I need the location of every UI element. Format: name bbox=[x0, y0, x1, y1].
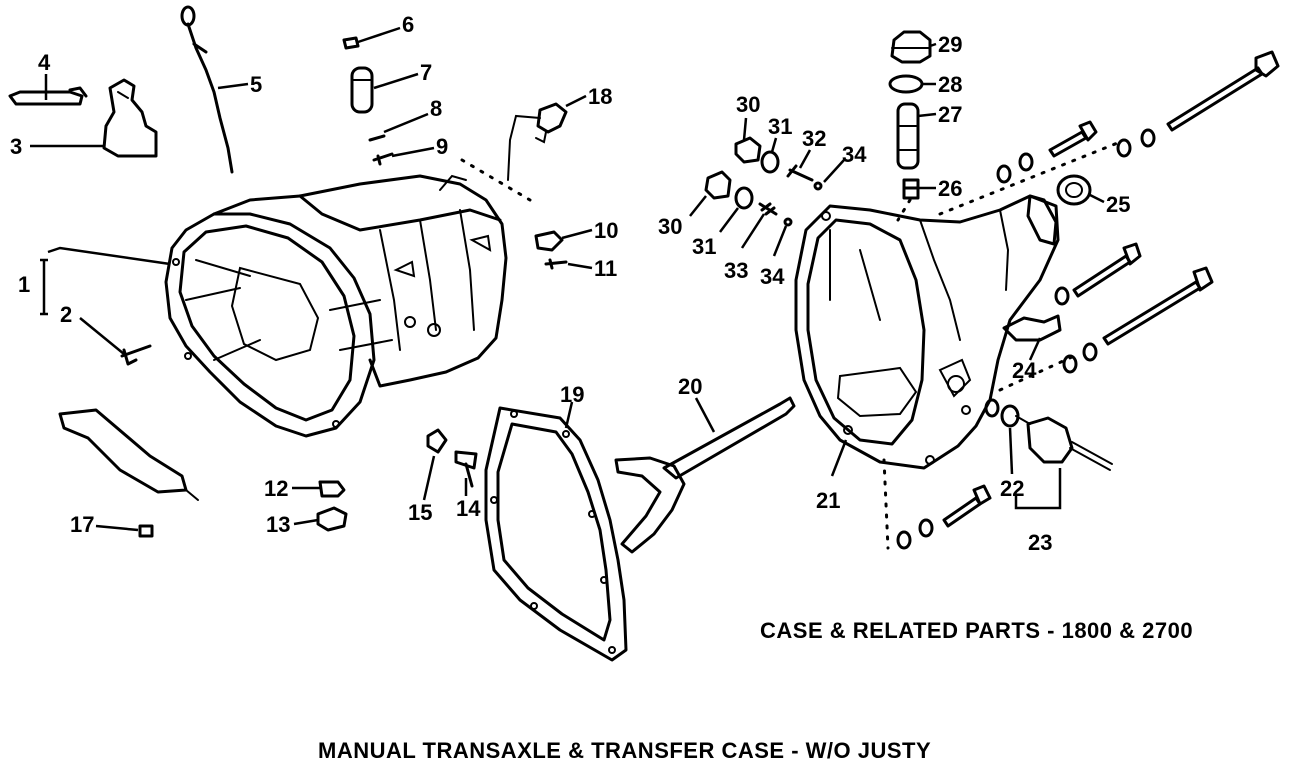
callout-30-upper: 30 bbox=[736, 92, 760, 117]
callout-6: 6 bbox=[402, 12, 414, 37]
part-18-switch bbox=[507, 102, 568, 181]
callout-11: 11 bbox=[594, 256, 617, 281]
part-14-bolt bbox=[454, 450, 478, 488]
alignment-line-upper bbox=[938, 140, 1122, 216]
callout-5: 5 bbox=[250, 72, 262, 97]
part-30-plug-lower bbox=[704, 170, 732, 200]
part-28-washer bbox=[888, 74, 924, 94]
part-10-cap bbox=[534, 230, 564, 252]
long-bolts-right bbox=[1054, 242, 1214, 374]
alignment-line-18 bbox=[460, 158, 532, 202]
bolt-lower bbox=[896, 484, 992, 550]
callout-18: 18 bbox=[588, 84, 612, 109]
part-23-sensor bbox=[1015, 415, 1113, 471]
part-31-washer-lower bbox=[734, 186, 754, 210]
part-31-washer-upper bbox=[760, 150, 780, 174]
part-33-spring bbox=[758, 202, 778, 216]
diagram-title: MANUAL TRANSAXLE & TRANSFER CASE - W/O J… bbox=[318, 738, 932, 763]
callout-3: 3 bbox=[10, 134, 22, 159]
part-20-shift-rod bbox=[614, 396, 796, 554]
callout-32: 32 bbox=[802, 126, 826, 151]
callout-25: 25 bbox=[1106, 192, 1130, 217]
callout-13: 13 bbox=[266, 512, 290, 537]
callout-31-lower: 31 bbox=[692, 234, 716, 259]
callout-20: 20 bbox=[678, 374, 702, 399]
part-19-gasket bbox=[484, 406, 628, 662]
alignment-line-vertical bbox=[896, 198, 912, 222]
alignment-line-mid bbox=[998, 354, 1076, 392]
part-6-plug bbox=[342, 36, 360, 50]
part-13-plug bbox=[316, 506, 348, 532]
callout-7: 7 bbox=[420, 60, 432, 85]
callout-21: 21 bbox=[816, 488, 840, 513]
part-8-pin bbox=[368, 134, 386, 142]
part-32-bolt bbox=[786, 164, 814, 182]
callout-4: 4 bbox=[38, 50, 51, 75]
callout-26: 26 bbox=[938, 176, 962, 201]
part-3-cover-plate bbox=[102, 78, 158, 158]
callout-8: 8 bbox=[430, 96, 442, 121]
callout-17: 17 bbox=[70, 512, 94, 537]
part-11-bolt bbox=[544, 258, 568, 270]
part-17-guard bbox=[58, 408, 199, 538]
part-15-washer bbox=[426, 428, 448, 454]
callout-19: 19 bbox=[560, 382, 584, 407]
long-bolts-upper bbox=[996, 50, 1280, 184]
alignment-line-lower bbox=[882, 458, 890, 550]
part-21-transfer-case bbox=[794, 194, 1060, 470]
part-9-bolt bbox=[372, 152, 394, 166]
callout-14: 14 bbox=[456, 496, 481, 521]
part-5-dipstick bbox=[180, 5, 234, 174]
callout-30-lower: 30 bbox=[658, 214, 682, 239]
callout-23: 23 bbox=[1028, 530, 1052, 555]
callout-34-lower: 34 bbox=[760, 264, 785, 289]
part-4-bracket bbox=[8, 86, 88, 106]
callout-34-upper: 34 bbox=[842, 142, 867, 167]
callout-24: 24 bbox=[1012, 358, 1037, 383]
callout-28: 28 bbox=[938, 72, 962, 97]
callout-15: 15 bbox=[408, 500, 432, 525]
callout-10: 10 bbox=[594, 218, 618, 243]
callout-12: 12 bbox=[264, 476, 288, 501]
callout-1: 1 bbox=[18, 272, 30, 297]
callout-27: 27 bbox=[938, 102, 962, 127]
part-12-plug bbox=[318, 480, 346, 498]
part-29-plug bbox=[890, 30, 932, 64]
part-34-ball-upper bbox=[813, 181, 823, 191]
part-22-seal bbox=[984, 398, 1020, 428]
leader-lines bbox=[30, 26, 1105, 532]
transaxle-case bbox=[164, 174, 508, 438]
callout-9: 9 bbox=[436, 134, 448, 159]
callout-31-upper: 31 bbox=[768, 114, 792, 139]
part-24-bracket bbox=[1002, 314, 1062, 342]
callout-22: 22 bbox=[1000, 476, 1024, 501]
callout-2: 2 bbox=[60, 302, 72, 327]
callout-33: 33 bbox=[724, 258, 748, 283]
part-2-bolt bbox=[120, 344, 152, 366]
part-30-plug-upper bbox=[734, 136, 762, 164]
diagram-subtitle: CASE & RELATED PARTS - 1800 & 2700 bbox=[760, 618, 1194, 643]
part-25-seal bbox=[1056, 174, 1092, 206]
part-26-spring bbox=[902, 178, 920, 200]
part-27-sleeve bbox=[896, 102, 920, 170]
callout-labels: 1 2 3 4 5 6 7 8 9 10 11 12 13 14 15 17 1… bbox=[10, 12, 1130, 555]
part-34-ball-lower bbox=[783, 217, 793, 227]
callout-29: 29 bbox=[938, 32, 962, 57]
part-7-sleeve bbox=[350, 66, 374, 114]
